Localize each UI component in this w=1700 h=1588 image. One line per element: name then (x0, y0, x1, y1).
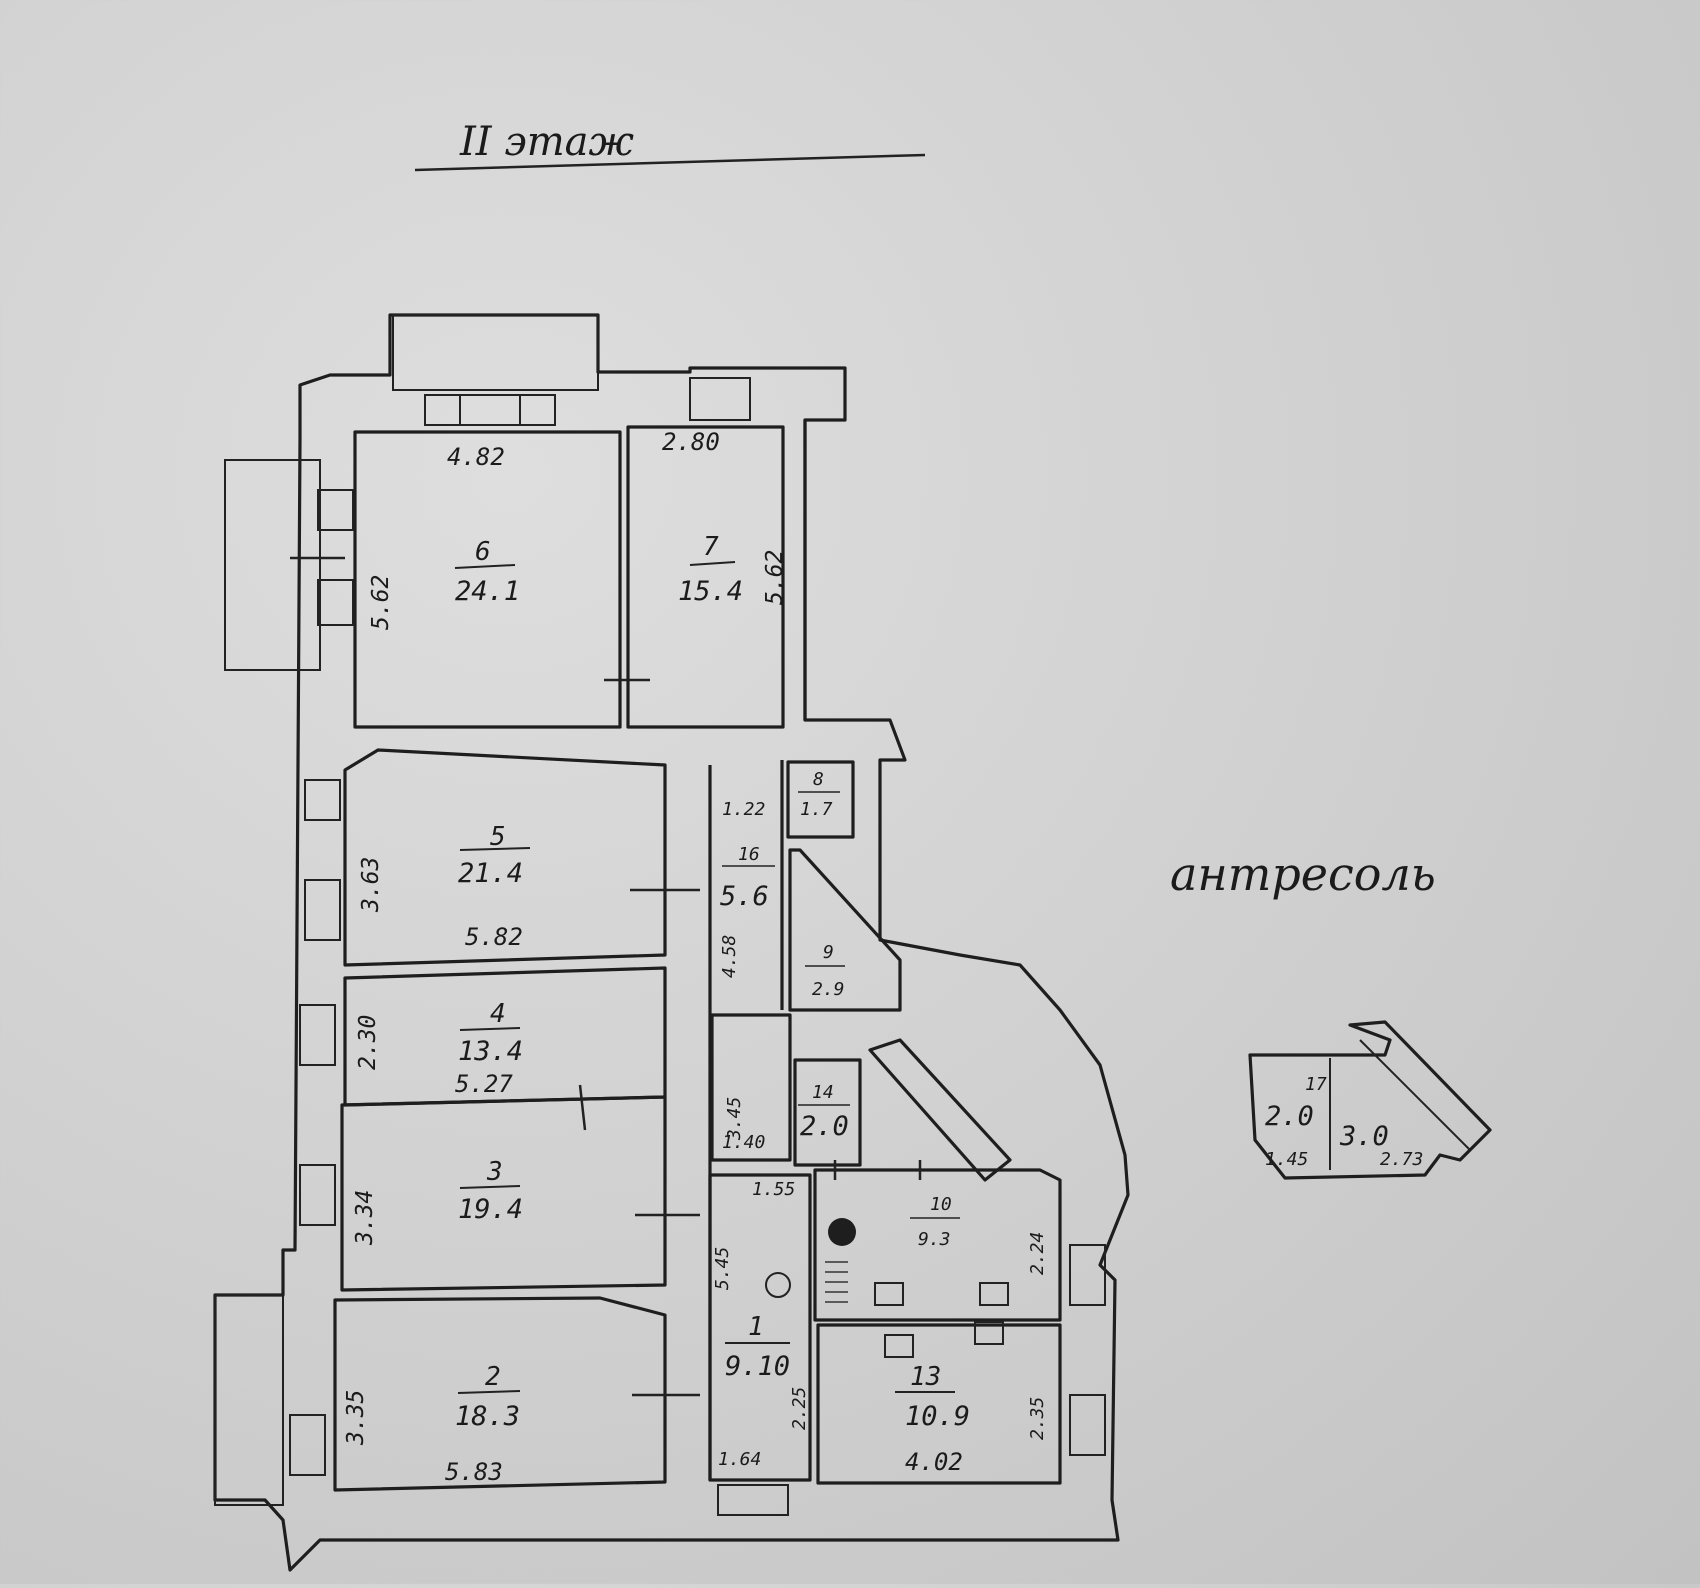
mezz-room-2-width: 2.73 (1380, 1149, 1423, 1170)
room-8-side: 1.22 (722, 799, 765, 820)
room-6-area: 24.1 (455, 576, 520, 607)
room-8-area: 1.7 (800, 799, 833, 820)
title-underline (414, 153, 926, 172)
room-16-area: 5.6 (720, 881, 769, 912)
sink-icon (874, 1282, 904, 1306)
appliance-icon (979, 1282, 1009, 1306)
room-4-depth: 2.30 (355, 1015, 381, 1070)
room-13-width: 4.02 (905, 1448, 963, 1476)
room-10-area: 9.3 (918, 1229, 951, 1250)
sink-icon-2 (884, 1334, 914, 1358)
door-marks (290, 556, 922, 1397)
room-7-width: 2.80 (662, 428, 720, 456)
room-3-area: 19.4 (458, 1194, 523, 1225)
room-5-depth: 3.63 (358, 857, 384, 913)
room-7-area: 15.4 (678, 576, 743, 607)
room-1-number: 1 (748, 1312, 764, 1342)
mezzanine-diagonal (1359, 1039, 1471, 1151)
room-2 (333, 1296, 667, 1492)
mezzanine-plan (1248, 1020, 1492, 1180)
room-14 (793, 1058, 862, 1167)
room-4-area: 13.4 (458, 1036, 523, 1067)
room-7-depth: 5.62 (762, 550, 788, 605)
room-14-side-a: 3.45 (724, 1097, 745, 1141)
balcony-left (224, 459, 321, 671)
room-14-number: 14 (812, 1082, 834, 1103)
room-2-area: 18.3 (455, 1401, 520, 1432)
room-5-number: 5 (490, 822, 506, 852)
building-outline (213, 313, 1130, 1572)
room-10-depth: 2.24 (1027, 1232, 1048, 1275)
room-13-number: 13 (910, 1362, 941, 1392)
room-14-area: 2.0 (800, 1111, 849, 1142)
stove-icon (828, 1218, 856, 1246)
mezz-room-1-width: 1.45 (1265, 1149, 1308, 1170)
room-9 (788, 848, 902, 1012)
room-5-width: 5.82 (465, 923, 523, 951)
room-6-depth: 5.62 (368, 575, 394, 630)
room-10-number: 10 (930, 1194, 952, 1215)
room-13-area: 10.9 (905, 1401, 970, 1432)
mezz-room-2-area: 3.0 (1339, 1121, 1389, 1152)
diagonal-cabinet (868, 1038, 1012, 1182)
floor-title: II этаж (459, 119, 634, 165)
room-4-width: 5.27 (455, 1070, 513, 1098)
room-3-number: 3 (486, 1157, 503, 1187)
stair-hatch (825, 1261, 848, 1303)
windows (289, 377, 1106, 1516)
room-3 (340, 1095, 667, 1292)
room-2-number: 2 (485, 1362, 501, 1392)
appliance-icon-2 (974, 1321, 1004, 1345)
room-2-width: 5.83 (445, 1458, 503, 1486)
room-10 (813, 1168, 1062, 1322)
room-6 (353, 430, 622, 729)
mezz-room-1-number: 17 (1305, 1074, 1327, 1095)
room-5-area: 21.4 (458, 858, 523, 889)
room-9-number: 9 (823, 942, 834, 963)
room-9-area: 2.9 (812, 979, 845, 1000)
room-1 (708, 1173, 812, 1482)
mezzanine-label: антресоль (1170, 847, 1436, 901)
room-6-number: 6 (475, 537, 491, 567)
room-16-depth: 4.58 (719, 935, 740, 978)
room-2-depth: 3.35 (343, 1390, 369, 1446)
room-14-side-b: 1.40 (722, 1132, 765, 1153)
room-13 (816, 1323, 1062, 1485)
room-1-area: 9.10 (725, 1351, 790, 1382)
room-13-depth: 2.35 (1027, 1397, 1048, 1440)
room-3-depth: 3.34 (352, 1190, 378, 1246)
balcony-bottom (214, 1294, 284, 1506)
drain-icon (765, 1272, 791, 1298)
room-15 (710, 1013, 792, 1162)
room-1-side-b: 1.55 (752, 1179, 795, 1200)
room-16-number: 16 (738, 844, 760, 865)
room-1-side-a: 5.45 (712, 1247, 733, 1290)
room-1-side-c: 1.64 (718, 1449, 761, 1470)
room-8-number: 8 (813, 769, 824, 790)
room-1-side-d: 2.25 (789, 1387, 810, 1430)
room-7 (626, 425, 785, 729)
room-5 (343, 748, 667, 967)
room-6-width: 4.82 (447, 443, 505, 471)
room-8 (786, 760, 855, 839)
mezz-room-1-area: 2.0 (1265, 1101, 1314, 1132)
room-4-number: 4 (490, 999, 506, 1029)
balcony-top (392, 314, 599, 391)
room-7-number: 7 (703, 532, 719, 562)
